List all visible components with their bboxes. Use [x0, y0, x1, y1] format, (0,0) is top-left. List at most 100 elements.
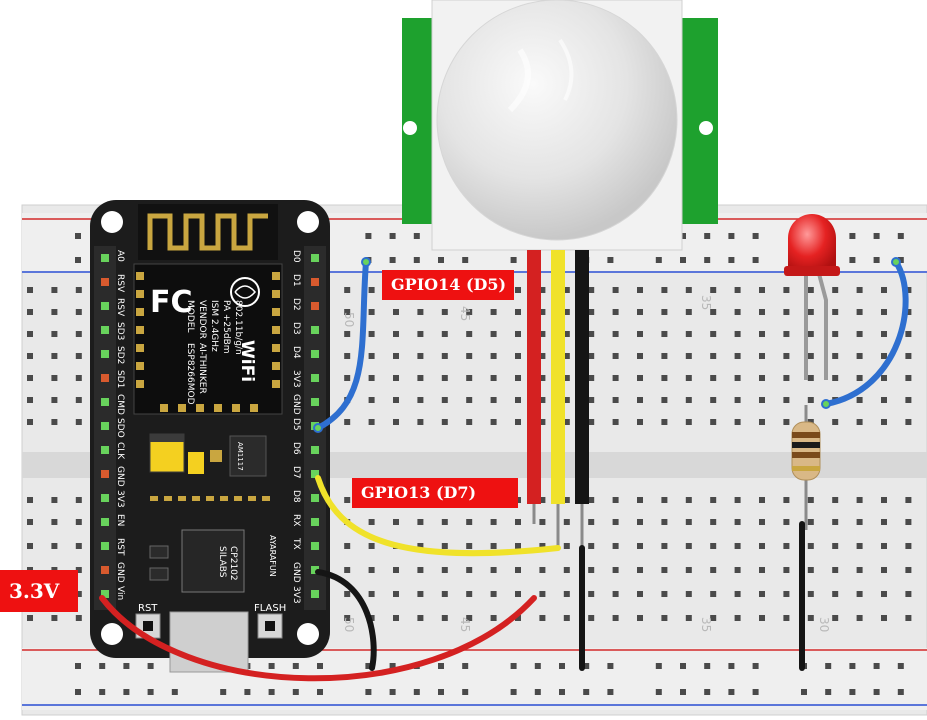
terminal-hole: [637, 331, 643, 337]
vendor-logo-icon: [230, 277, 260, 307]
terminal-hole: [661, 353, 668, 359]
callout-gpio13-d7: GPIO13 (D7): [352, 478, 518, 508]
rail-hole: [268, 689, 275, 695]
terminal-hole: [905, 615, 912, 621]
terminal-hole: [515, 615, 521, 621]
terminal-hole: [856, 615, 863, 621]
terminal-hole: [466, 591, 473, 597]
terminal-hole: [490, 519, 497, 525]
rail-hole: [897, 689, 904, 695]
terminal-hole: [515, 567, 521, 573]
terminal-hole: [734, 397, 741, 403]
right-header-pin: [311, 278, 319, 286]
left-pin-label: SD1: [115, 370, 125, 388]
terminal-hole: [807, 331, 814, 337]
terminal-hole: [783, 615, 790, 621]
terminal-hole: [856, 497, 863, 503]
terminal-hole: [27, 353, 33, 359]
terminal-hole: [807, 543, 814, 549]
terminal-hole: [612, 567, 619, 573]
terminal-hole: [783, 309, 790, 315]
terminal-hole: [466, 353, 473, 359]
terminal-hole: [734, 287, 741, 293]
terminal-hole: [393, 567, 399, 573]
terminal-hole: [368, 591, 375, 597]
column-number-35-bottom: 35: [699, 617, 713, 632]
rail-hole: [292, 663, 299, 669]
usb-chip-model: CP2102: [228, 546, 238, 581]
terminal-hole: [905, 543, 912, 549]
column-number-35-top: 35: [699, 295, 713, 310]
pcb-antenna-trace: [147, 213, 268, 251]
pir-mounting-hole-right: [699, 121, 713, 135]
rail-hole: [849, 663, 856, 669]
terminal-hole: [832, 309, 839, 315]
terminal-hole: [905, 287, 912, 293]
terminal-hole: [881, 567, 887, 573]
terminal-hole: [783, 397, 790, 403]
rail-hole: [752, 233, 759, 239]
terminal-hole: [588, 615, 595, 621]
terminal-hole: [441, 519, 448, 525]
callout-3v3: 3.3V: [0, 570, 78, 612]
terminal-hole: [661, 331, 668, 337]
regulator-label: AM1117: [236, 442, 244, 471]
terminal-hole: [563, 519, 570, 525]
terminal-hole: [417, 615, 424, 621]
terminal-hole: [637, 353, 643, 359]
terminal-hole: [783, 543, 790, 549]
terminal-hole: [588, 397, 595, 403]
rail-hole: [510, 663, 517, 669]
terminal-hole: [661, 287, 668, 293]
rail-hole: [849, 233, 856, 239]
terminal-hole: [807, 287, 814, 293]
mounting-hole-top-left: [101, 211, 123, 233]
terminal-hole: [661, 567, 668, 573]
mounting-hole-top-right: [297, 211, 319, 233]
terminal-hole: [588, 591, 595, 597]
terminal-hole: [661, 397, 668, 403]
terminal-hole: [637, 615, 643, 621]
terminal-hole: [685, 543, 692, 549]
terminal-hole: [466, 375, 473, 381]
rail-hole: [75, 257, 81, 263]
terminal-hole: [539, 567, 546, 573]
terminal-hole: [417, 331, 424, 337]
terminal-hole: [807, 591, 814, 597]
rail-hole: [171, 689, 178, 695]
terminal-hole: [75, 419, 82, 425]
terminal-hole: [612, 353, 619, 359]
terminal-hole: [832, 519, 839, 525]
right-header-pin: [311, 590, 319, 598]
terminal-hole: [51, 615, 58, 621]
terminal-hole: [637, 397, 643, 403]
blue-wire-led-rail: [823, 259, 909, 407]
terminal-hole: [685, 353, 692, 359]
led-rim: [784, 266, 840, 276]
module-label-model: MODEL: [185, 300, 195, 332]
rail-hole: [680, 689, 686, 695]
wire-endpoints: [313, 257, 901, 433]
terminal-hole: [881, 353, 887, 359]
terminal-hole: [466, 519, 473, 525]
terminal-hole: [344, 419, 351, 425]
nodemcu-board: MODEL VENDOR ISM 2.4GHz PA +25dBm 802.11…: [90, 200, 330, 673]
terminal-hole: [807, 567, 814, 573]
terminal-hole: [856, 591, 863, 597]
terminal-hole: [856, 543, 863, 549]
terminal-hole: [710, 497, 717, 503]
terminal-hole: [393, 419, 399, 425]
terminal-hole: [905, 397, 912, 403]
rail-hole: [389, 689, 396, 695]
terminal-hole: [393, 353, 399, 359]
terminal-hole: [515, 419, 521, 425]
terminal-hole: [466, 615, 473, 621]
rail-hole: [268, 663, 275, 669]
terminal-hole: [637, 567, 643, 573]
terminal-hole: [905, 309, 912, 315]
rail-hole: [704, 257, 711, 263]
terminal-hole: [393, 519, 399, 525]
rail-hole: [704, 689, 711, 695]
terminal-hole: [832, 353, 839, 359]
left-pin-label: RSV: [115, 298, 125, 317]
